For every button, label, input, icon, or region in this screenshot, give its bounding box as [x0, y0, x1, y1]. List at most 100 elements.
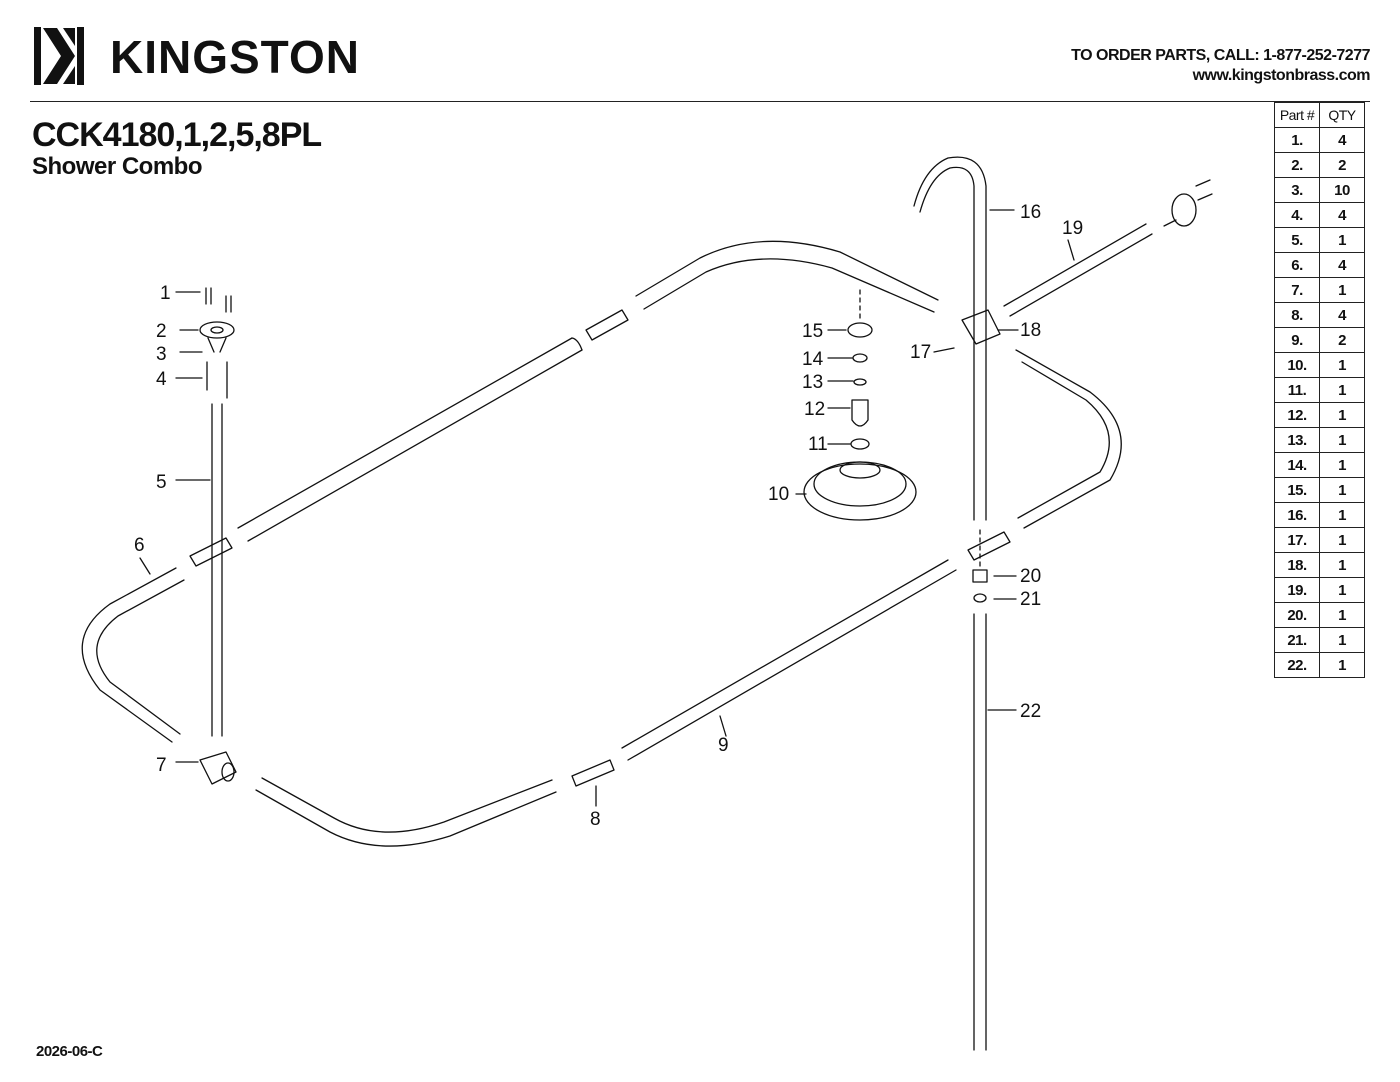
callout-label: 7 [156, 755, 167, 776]
callout-label: 11 [808, 434, 828, 455]
callout-label: 22 [1020, 701, 1041, 722]
part-number-cell: 14. [1274, 452, 1320, 478]
part-number-cell: 8. [1274, 302, 1320, 328]
part-number-cell: 2. [1274, 152, 1320, 178]
footer-code: 2026-06-C [36, 1043, 103, 1060]
ball-joint-12 [851, 399, 869, 427]
washer-14 [852, 353, 868, 363]
table-row: 20.1 [1274, 602, 1365, 628]
shower-riser [913, 156, 987, 521]
pipe-back-left [237, 337, 583, 542]
pipe-bottom-corner [255, 777, 557, 847]
part-number-cell: 17. [1274, 527, 1320, 553]
callout-label: 3 [156, 344, 167, 365]
wall-bracket [1171, 193, 1197, 227]
pipe-right-corner [1015, 349, 1122, 529]
callout-label: 6 [134, 535, 145, 556]
table-row: 1.4 [1274, 127, 1365, 153]
flange-left [199, 321, 235, 339]
quantity-cell: 1 [1319, 277, 1365, 303]
quantity-cell: 1 [1319, 577, 1365, 603]
flange-nut-15 [847, 322, 873, 338]
coupling-bottom [571, 759, 615, 787]
table-row: 2.2 [1274, 152, 1365, 178]
pipe-bottom-vertical [973, 613, 987, 1051]
coupling-right [967, 531, 1011, 561]
table-row: 14.1 [1274, 452, 1365, 478]
coupling-top [585, 309, 629, 341]
table-row: 13.1 [1274, 427, 1365, 453]
part-number-cell: 22. [1274, 652, 1320, 678]
callout-label: 18 [1020, 320, 1041, 341]
callout-label: 1 [160, 283, 171, 304]
model-number: CCK4180,1,2,5,8PL [32, 116, 322, 154]
quantity-cell: 1 [1319, 227, 1365, 253]
callout-label: 5 [156, 472, 167, 493]
callout-label: 4 [156, 369, 167, 390]
washer-11 [850, 438, 870, 450]
callout-label: 8 [590, 809, 601, 830]
quantity-cell: 1 [1319, 527, 1365, 553]
part-number-cell: 9. [1274, 327, 1320, 353]
washer-13 [853, 378, 867, 386]
brand-name: KINGSTON [110, 31, 360, 83]
table-row: 6.4 [1274, 252, 1365, 278]
part-number-cell: 13. [1274, 427, 1320, 453]
callout-label: 13 [802, 372, 823, 393]
callout-label: 10 [768, 484, 789, 505]
kingston-logo-icon [34, 27, 84, 85]
table-row: 4.4 [1274, 202, 1365, 228]
quantity-cell: 1 [1319, 352, 1365, 378]
washer-21 [973, 593, 987, 603]
pipe-top-corner [635, 240, 939, 313]
order-phone: TO ORDER PARTS, CALL: 1-877-252-7277 [1071, 47, 1370, 64]
table-row: 16.1 [1274, 502, 1365, 528]
tee-right [961, 309, 1001, 345]
support-rod [1003, 223, 1153, 317]
quantity-cell: 1 [1319, 377, 1365, 403]
table-row: 21.1 [1274, 627, 1365, 653]
part-number-cell: 5. [1274, 227, 1320, 253]
callout-label: 14 [802, 349, 824, 370]
table-row: 7.1 [1274, 277, 1365, 303]
table-row: 19.1 [1274, 577, 1365, 603]
part-number-cell: 3. [1274, 177, 1320, 203]
table-row: 5.1 [1274, 227, 1365, 253]
quantity-cell: 4 [1319, 127, 1365, 153]
order-website[interactable]: www.kingstonbrass.com [1192, 67, 1371, 84]
coupling-left [189, 537, 233, 567]
header-divider [30, 101, 1370, 102]
callout-label: 9 [718, 735, 729, 756]
table-row: 18.1 [1274, 552, 1365, 578]
quantity-cell: 1 [1319, 452, 1365, 478]
column-header-qty: QTY [1319, 102, 1365, 128]
product-name: Shower Combo [32, 153, 203, 180]
callout-label: 16 [1020, 202, 1041, 223]
callout-label: 20 [1020, 566, 1041, 587]
callout-label: 2 [156, 321, 167, 342]
callout-label: 15 [802, 321, 823, 342]
pipe-front [621, 559, 957, 761]
table-row: 17.1 [1274, 527, 1365, 553]
part-number-cell: 1. [1274, 127, 1320, 153]
pipe-back-left-end [571, 337, 583, 351]
parts-table-header: Part # QTY [1274, 102, 1365, 128]
callout-label: 17 [910, 342, 931, 363]
table-row: 22.1 [1274, 652, 1365, 678]
quantity-cell: 10 [1319, 177, 1365, 203]
pipe-left-corner [81, 567, 185, 743]
quantity-cell: 1 [1319, 602, 1365, 628]
tee-left [199, 751, 237, 785]
nut-20 [972, 569, 988, 583]
part-number-cell: 15. [1274, 477, 1320, 503]
quantity-cell: 4 [1319, 202, 1365, 228]
part-number-cell: 18. [1274, 552, 1320, 578]
shower-head [803, 463, 917, 521]
part-number-cell: 20. [1274, 602, 1320, 628]
quantity-cell: 1 [1319, 552, 1365, 578]
callout-label: 21 [1020, 589, 1041, 610]
riser-left [211, 403, 223, 737]
callout-label: 19 [1062, 218, 1083, 239]
